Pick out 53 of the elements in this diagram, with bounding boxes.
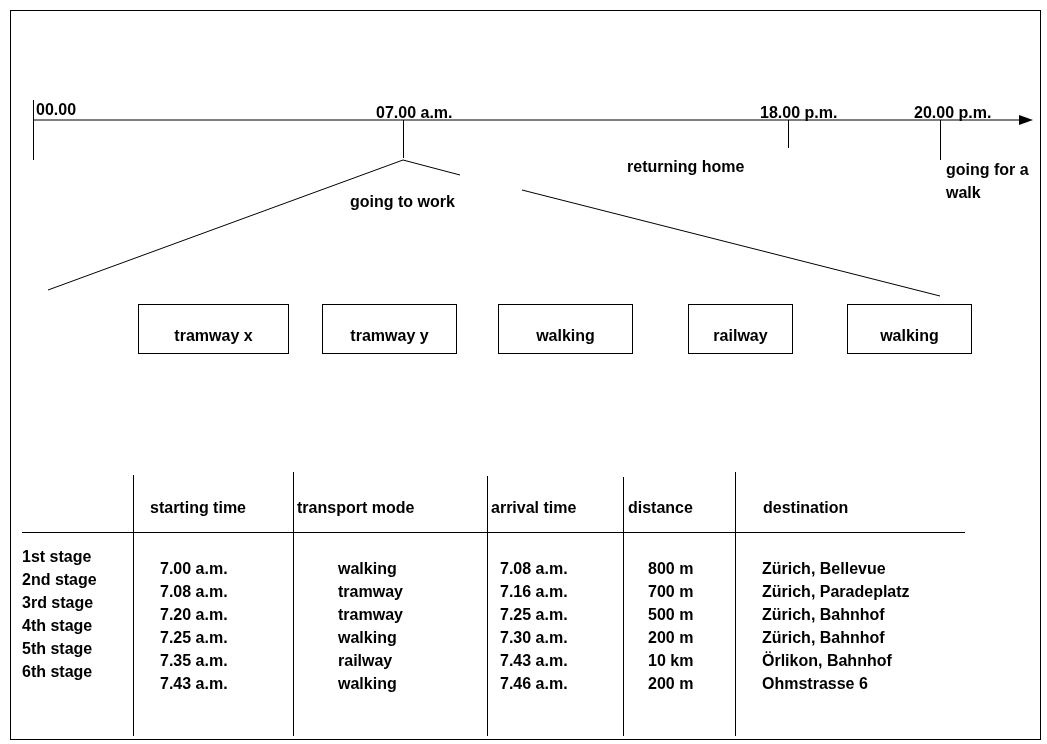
column-header: transport mode	[297, 499, 415, 517]
event-label: going to work	[350, 193, 455, 211]
table-cell: 800 m	[648, 560, 694, 578]
row-header: 2nd stage	[22, 571, 97, 589]
column-header: distance	[628, 499, 693, 517]
table-cell: 7.20 a.m.	[160, 606, 228, 624]
table-cell: Örlikon, Bahnhof	[762, 652, 892, 670]
transport-mode-box: tramway y	[322, 304, 457, 354]
table-cell: railway	[338, 652, 393, 670]
row-header: 3rd stage	[22, 594, 94, 612]
table-cell: 7.35 a.m.	[160, 652, 228, 670]
row-header: 6th stage	[22, 663, 93, 681]
row-header: 1st stage	[22, 548, 92, 566]
table-cell: 7.08 a.m.	[500, 560, 568, 578]
table-cell: walking	[338, 629, 397, 647]
table-cell: tramway	[338, 583, 403, 601]
table-cell: 7.16 a.m.	[500, 583, 568, 601]
time-label: 00.00	[36, 101, 77, 119]
table-cell: 7.25 a.m.	[160, 629, 228, 647]
transport-mode-box: railway	[688, 304, 793, 354]
table-cell: 7.43 a.m.	[160, 675, 228, 693]
table-cell: 7.43 a.m.	[500, 652, 568, 670]
table-cell: Zürich, Bahnhof	[762, 606, 885, 624]
table-cell: Zürich, Paradeplatz	[762, 583, 910, 601]
table-cell: 500 m	[648, 606, 694, 624]
time-label: 07.00 a.m.	[376, 104, 453, 122]
transport-mode-box: walking	[847, 304, 972, 354]
table-cell: 7.08 a.m.	[160, 583, 228, 601]
table-cell: tramway	[338, 606, 403, 624]
table-cell: 7.00 a.m.	[160, 560, 228, 578]
row-header: 4th stage	[22, 617, 93, 635]
event-label: going for a walk	[946, 160, 1030, 203]
column-header: destination	[763, 499, 849, 517]
table-cell: Zürich, Bellevue	[762, 560, 886, 578]
time-label: 20.00 p.m.	[914, 104, 992, 122]
table-cell: 200 m	[648, 675, 694, 693]
table-cell: 7.25 a.m.	[500, 606, 568, 624]
row-header: 5th stage	[22, 640, 93, 658]
time-label: 18.00 p.m.	[760, 104, 838, 122]
table-cell: 7.46 a.m.	[500, 675, 568, 693]
column-header: starting time	[150, 499, 246, 517]
table-cell: walking	[338, 560, 397, 578]
table-cell: Zürich, Bahnhof	[762, 629, 885, 647]
table-cell: Ohmstrasse 6	[762, 675, 868, 693]
table-cell: walking	[338, 675, 397, 693]
transport-mode-box: tramway x	[138, 304, 289, 354]
column-header: arrival time	[491, 499, 577, 517]
table-cell: 200 m	[648, 629, 694, 647]
table-cell: 700 m	[648, 583, 694, 601]
table-cell: 7.30 a.m.	[500, 629, 568, 647]
table-cell: 10 km	[648, 652, 694, 670]
transport-mode-box: walking	[498, 304, 633, 354]
event-label: returning home	[627, 158, 745, 176]
